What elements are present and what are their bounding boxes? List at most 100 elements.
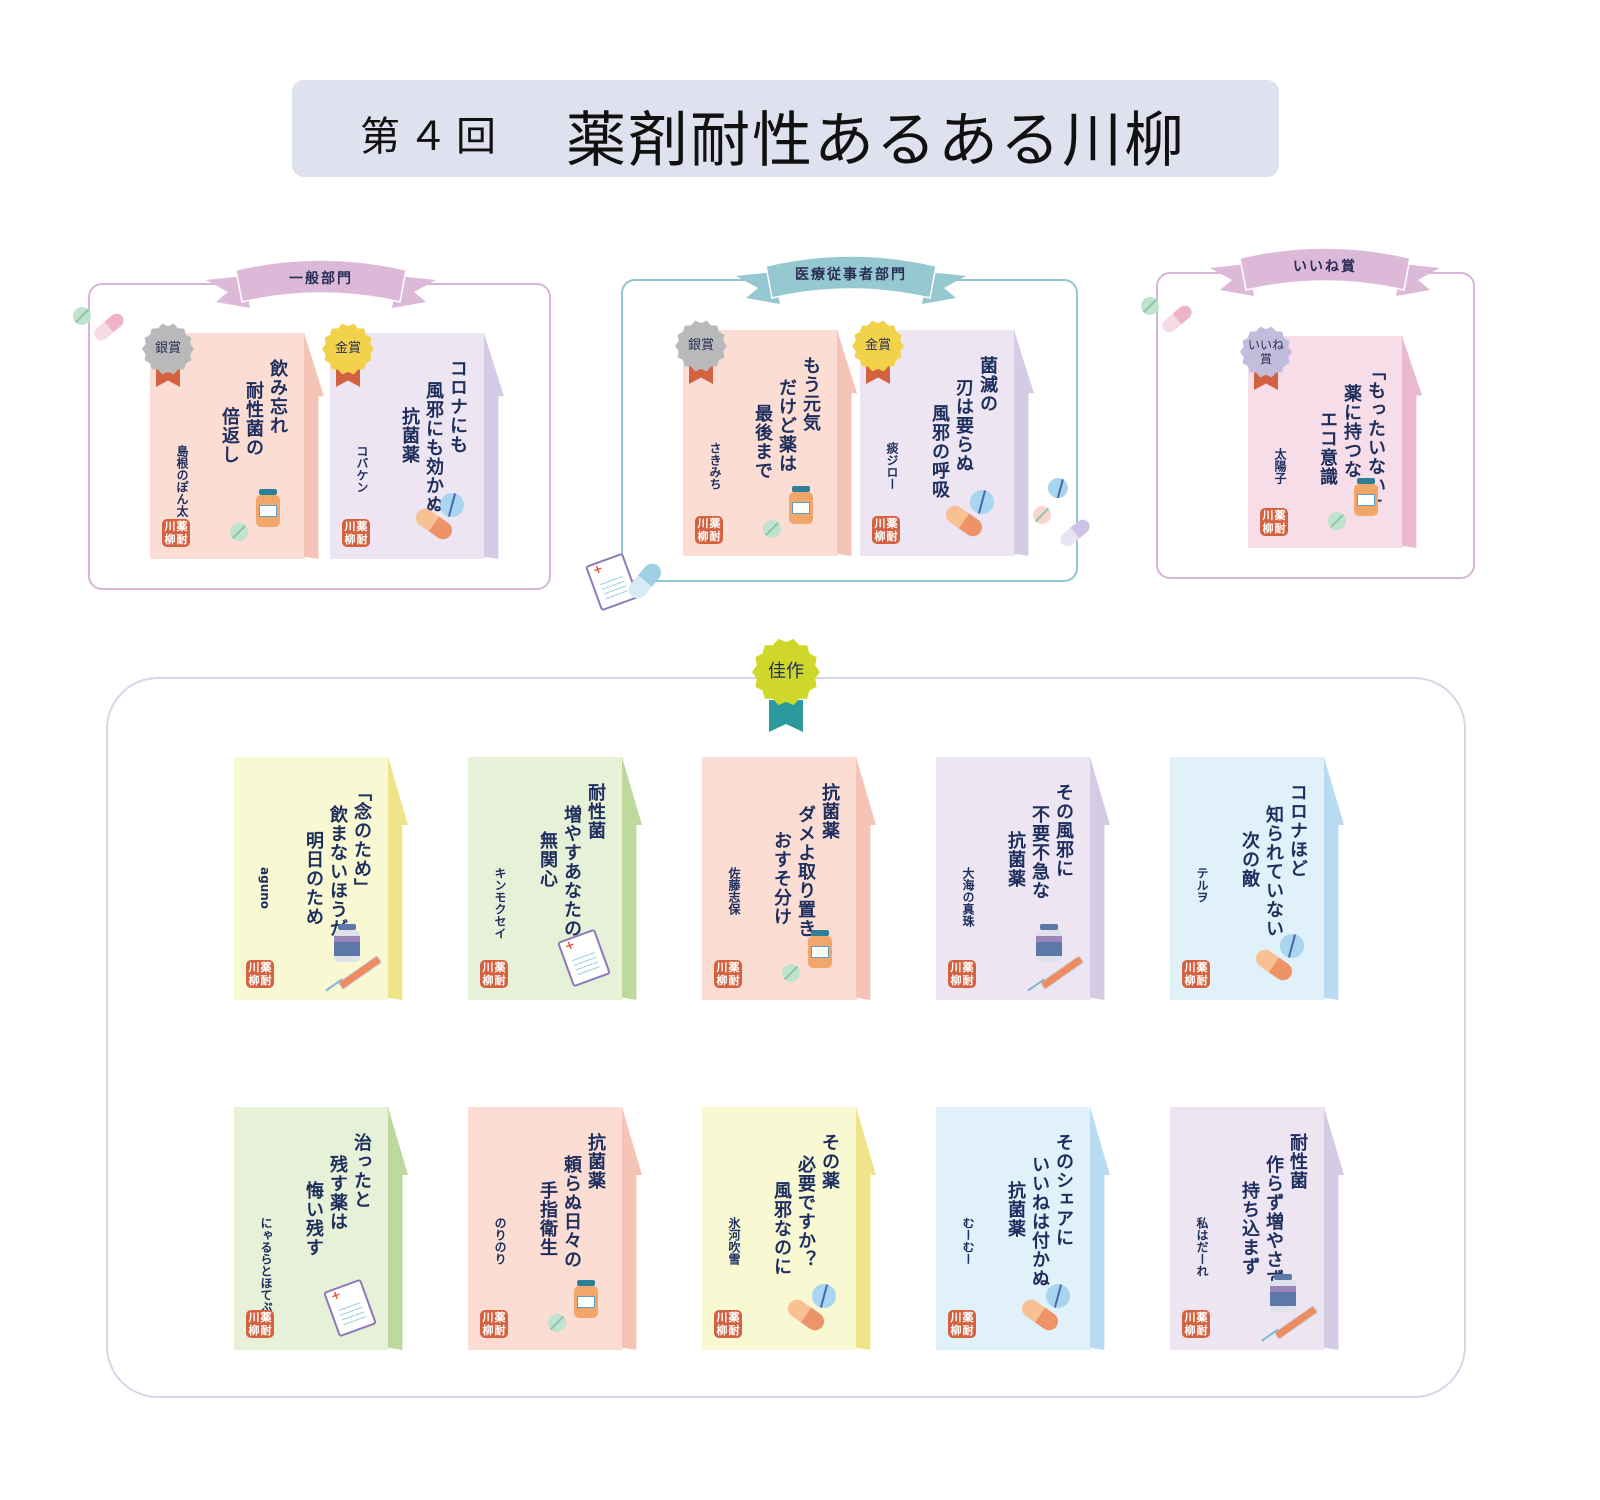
stamp-char: 川 xyxy=(482,1311,494,1324)
tablet-icon xyxy=(1046,1284,1070,1308)
bottle-label xyxy=(259,505,277,517)
ribbon-iine: いいね賞 xyxy=(1210,244,1440,308)
senryu-card: 抗菌薬頼らぬ日々の手指衛生のりのり川薬柳耐 xyxy=(468,1107,643,1350)
award-label: 金賞 xyxy=(322,323,374,375)
tablet-icon xyxy=(1048,478,1068,498)
poem-line: 最後まで xyxy=(752,404,773,480)
tablet-icon xyxy=(73,307,91,325)
poem-line: もう元気 xyxy=(800,356,821,432)
senryu-card: コロナにも風邪にも効かぬ抗菌薬コバケン川薬柳耐金賞 xyxy=(322,323,505,559)
stamp-char: 柳 xyxy=(1262,522,1274,535)
senryu-card: そのシェアにいいねは付かぬ抗菌薬むーむー川薬柳耐 xyxy=(936,1107,1111,1350)
poem-line: 治ったと xyxy=(351,1133,372,1209)
stamp-char: 薬 xyxy=(494,1311,506,1324)
poem-text: もう元気だけど薬は最後まで xyxy=(750,356,822,480)
senryu-card: 抗菌薬ダメよ取り置きおすそ分け佐藤志保川薬柳耐 xyxy=(702,757,877,1000)
poem-line: 風邪なのに xyxy=(771,1181,792,1276)
ribbon-label: 医療従事者部門 xyxy=(795,267,907,283)
poem-line: コロナにも xyxy=(447,359,468,454)
poem-line: 次の敵 xyxy=(1239,831,1260,888)
senryu-stamp-logo: 川薬柳耐 xyxy=(1182,960,1210,988)
stamp-char: 耐 xyxy=(1196,974,1208,987)
stamp-char: 耐 xyxy=(962,974,974,987)
stamp-char: 川 xyxy=(950,1311,962,1324)
stamp-char: 川 xyxy=(248,961,260,974)
tablet-icon xyxy=(763,520,781,538)
poem-line: 「もったいない」 xyxy=(1365,362,1386,514)
poem-line: おすそ分け xyxy=(771,831,792,926)
senryu-stamp-logo: 川薬柳耐 xyxy=(1182,1310,1210,1338)
bottle-label xyxy=(811,946,829,958)
senryu-card: 「もったいない」薬に持つなエコ意識太陽子川薬柳耐いいね賞 xyxy=(1240,326,1423,548)
author-name: のりのり xyxy=(493,1217,507,1265)
ribbon-label: いいね賞 xyxy=(1293,259,1357,275)
poem-line: 明日のため xyxy=(303,831,324,926)
poem-line: その薬 xyxy=(819,1133,840,1190)
poem-text: 「もったいない」薬に持つなエコ意識 xyxy=(1315,362,1387,514)
stamp-char: 耐 xyxy=(176,533,188,546)
stamp-char: 薬 xyxy=(1196,961,1208,974)
medicine-bottle-icon xyxy=(1354,478,1378,518)
author-name: 島根のぽん太 xyxy=(175,445,189,517)
stamp-char: 薬 xyxy=(962,961,974,974)
stamp-char: 川 xyxy=(1184,961,1196,974)
poem-line: 飲み忘れ xyxy=(267,359,288,435)
author-name: 私はだーれ xyxy=(1195,1217,1209,1277)
stamp-char: 柳 xyxy=(716,974,728,987)
poem-line: 風邪の呼吸 xyxy=(929,404,950,499)
stamp-char: 川 xyxy=(716,1311,728,1324)
medicine-bottle-icon xyxy=(256,489,280,529)
poem-line: 飲まないほうが xyxy=(327,805,348,938)
poem-line: 無関心 xyxy=(537,831,558,888)
stamp-char: 薬 xyxy=(176,520,188,533)
stamp-char: 柳 xyxy=(950,1324,962,1337)
card-front xyxy=(1170,757,1325,1000)
tablet-icon xyxy=(548,1314,566,1332)
edition-label: 第４回 xyxy=(360,114,504,160)
author-name: aguno xyxy=(258,867,272,910)
poem-text: その薬必要ですか？風邪なのに xyxy=(769,1133,841,1276)
author-name: テルヲ xyxy=(1195,867,1209,903)
poem-line: 知られていない xyxy=(1263,805,1284,938)
senryu-stamp-logo: 川薬柳耐 xyxy=(246,960,274,988)
poem-line: 手指衛生 xyxy=(537,1181,558,1257)
ribbon-medical: 医療従事者部門 xyxy=(736,252,966,316)
vial-icon xyxy=(334,924,360,964)
ribbon-general: 一般部門 xyxy=(206,256,436,320)
senryu-stamp-logo: 川薬柳耐 xyxy=(714,1310,742,1338)
bottle-label xyxy=(1357,494,1375,506)
senryu-card: 菌滅の刃は要らぬ風邪の呼吸痰ジロー川薬柳耐金賞 xyxy=(852,320,1035,556)
poem-line: 抗菌薬 xyxy=(1005,1181,1026,1238)
poem-line: だけど薬は xyxy=(776,378,797,473)
senryu-card: コロナほど知られていない次の敵テルヲ川薬柳耐 xyxy=(1170,757,1345,1000)
stamp-char: 薬 xyxy=(260,961,272,974)
card-fold xyxy=(484,333,504,559)
senryu-card: 耐性菌作らず増やさず持ち込まず私はだーれ川薬柳耐 xyxy=(1170,1107,1345,1350)
card-front xyxy=(234,757,389,1000)
stamp-char: 柳 xyxy=(697,530,709,543)
bottle-label xyxy=(792,502,810,514)
card-fold xyxy=(304,333,324,559)
stamp-char: 川 xyxy=(874,517,886,530)
senryu-stamp-logo: 川薬柳耐 xyxy=(246,1310,274,1338)
syringe-icon xyxy=(1261,1274,1326,1344)
ribbon-label: 一般部門 xyxy=(289,271,353,287)
award-label: いいね賞 xyxy=(1240,326,1292,378)
stamp-char: 耐 xyxy=(356,533,368,546)
stamp-char: 柳 xyxy=(248,1324,260,1337)
stamp-char: 柳 xyxy=(248,974,260,987)
poem-line: 増やすあなたの xyxy=(561,805,582,938)
stamp-char: 耐 xyxy=(728,974,740,987)
stamp-char: 川 xyxy=(248,1311,260,1324)
senryu-stamp-logo: 川薬柳耐 xyxy=(695,516,723,544)
poem-text: コロナほど知られていない次の敵 xyxy=(1237,783,1309,938)
ribbon-banner-icon xyxy=(736,255,966,304)
tablet-icon xyxy=(440,493,464,517)
award-badge: 銀賞 xyxy=(675,320,727,400)
poem-text: 耐性菌増やすあなたの無関心 xyxy=(535,783,607,938)
medicine-bottle-icon xyxy=(808,930,832,970)
stamp-char: 柳 xyxy=(716,1324,728,1337)
stamp-char: 柳 xyxy=(950,974,962,987)
ribbon-banner-icon xyxy=(206,259,436,308)
stamp-char: 薬 xyxy=(709,517,721,530)
